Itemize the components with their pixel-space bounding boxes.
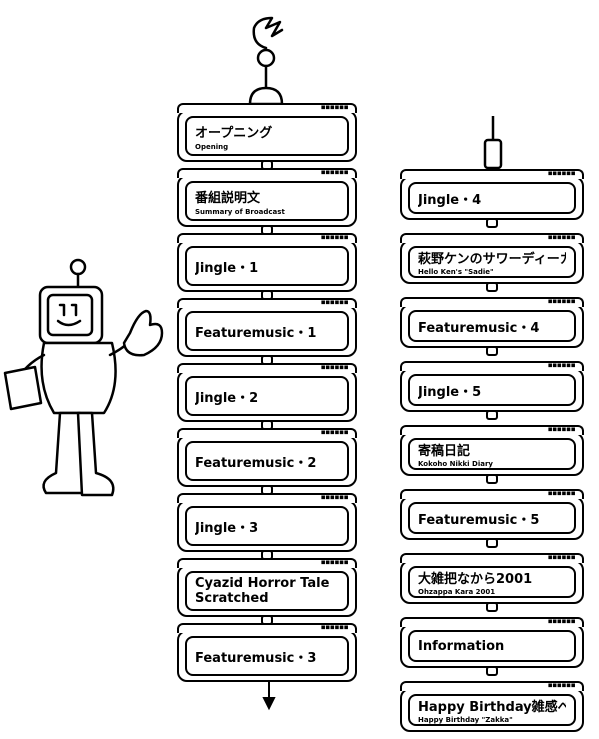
tab-dots: ■■■■■■ <box>548 234 576 241</box>
program-label-box: 寄稿日記 Kokoho Nikki Diary <box>408 438 576 470</box>
tab-dots: ■■■■■■ <box>548 426 576 433</box>
program-subtitle: Happy Birthday "Zakka" <box>418 716 566 724</box>
program-label-box: Featuremusic・5 <box>408 502 576 534</box>
program-title: 萩野ケンのサワーディーカ <box>418 248 566 266</box>
program-title: 大雑把なから2001 <box>418 568 566 586</box>
program-title: Jingle・4 <box>418 189 566 208</box>
program-title: Featuremusic・4 <box>418 317 566 336</box>
tab-dots: ■■■■■■ <box>548 618 576 625</box>
program-label-box: 番組説明文 Summary of Broadcast <box>185 181 349 221</box>
left-program-item[interactable]: ■■■■■■Featuremusic・1 <box>177 305 357 357</box>
chain-connector <box>486 602 498 612</box>
program-title: オープニング <box>195 122 339 141</box>
tab-dots: ■■■■■■ <box>321 494 349 501</box>
right-program-item[interactable]: ■■■■■■Jingle・5 <box>400 368 584 412</box>
chain-connector <box>486 410 498 420</box>
chain-connector <box>486 666 498 676</box>
program-subtitle: Ohzappa Kara 2001 <box>418 588 566 596</box>
tab-dots: ■■■■■■ <box>321 234 349 241</box>
tab-dots: ■■■■■■ <box>321 429 349 436</box>
program-title: Featuremusic・2 <box>195 452 339 471</box>
chain-connector <box>486 474 498 484</box>
tab-dots: ■■■■■■ <box>548 554 576 561</box>
program-label-box: Happy Birthday雑感ぺ Happy Birthday "Zakka" <box>408 694 576 726</box>
program-label-box: Jingle・2 <box>185 376 349 416</box>
chain-end-arrow-icon <box>259 682 279 712</box>
program-title: Information <box>418 639 566 654</box>
program-subtitle: Opening <box>195 143 339 151</box>
program-label-box: 萩野ケンのサワーディーカ Hello Ken's "Sadie" <box>408 246 576 278</box>
left-program-item[interactable]: ■■■■■■Featuremusic・3 <box>177 630 357 682</box>
left-program-item[interactable]: ■■■■■■Featuremusic・2 <box>177 435 357 487</box>
tab-dots: ■■■■■■ <box>548 362 576 369</box>
program-title: Happy Birthday雑感ぺ <box>418 696 566 714</box>
program-title: Cyazid Horror Tale <box>195 576 339 591</box>
robot-mascot-illustration <box>0 255 170 515</box>
right-program-item[interactable]: ■■■■■■Featuremusic・5 <box>400 496 584 540</box>
program-subtitle: Summary of Broadcast <box>195 208 339 216</box>
right-antenna-icon <box>478 112 508 172</box>
program-title: 番組説明文 <box>195 187 339 206</box>
left-program-item[interactable]: ■■■■■■Jingle・2 <box>177 370 357 422</box>
left-program-item[interactable]: ■■■■■■Jingle・1 <box>177 240 357 292</box>
program-subtitle: Hello Ken's "Sadie" <box>418 268 566 276</box>
program-label-box: Featuremusic・3 <box>185 636 349 676</box>
program-title: Jingle・3 <box>195 517 339 536</box>
program-title-line2: Scratched <box>195 591 339 606</box>
program-subtitle: Kokoho Nikki Diary <box>418 460 566 468</box>
chain-connector <box>486 218 498 228</box>
left-program-item[interactable]: ■■■■■■Jingle・3 <box>177 500 357 552</box>
right-program-item[interactable]: ■■■■■■Jingle・4 <box>400 176 584 220</box>
program-title: Featuremusic・1 <box>195 322 339 341</box>
right-program-item[interactable]: ■■■■■■Featuremusic・4 <box>400 304 584 348</box>
program-label-box: Jingle・5 <box>408 374 576 406</box>
program-title: 寄稿日記 <box>418 440 566 458</box>
program-label-box: Jingle・1 <box>185 246 349 286</box>
program-title: Jingle・2 <box>195 387 339 406</box>
program-title: Jingle・1 <box>195 257 339 276</box>
tab-dots: ■■■■■■ <box>321 104 349 111</box>
program-label-box: Featuremusic・2 <box>185 441 349 481</box>
tab-dots: ■■■■■■ <box>321 364 349 371</box>
chain-connector <box>486 538 498 548</box>
program-label-box: オープニング Opening <box>185 116 349 156</box>
program-title: Featuremusic・5 <box>418 509 566 528</box>
tab-dots: ■■■■■■ <box>548 490 576 497</box>
program-label-box: Featuremusic・1 <box>185 311 349 351</box>
chain-connector <box>486 282 498 292</box>
program-label-box: Jingle・3 <box>185 506 349 546</box>
program-label-box: Information <box>408 630 576 662</box>
program-title: Jingle・5 <box>418 381 566 400</box>
tab-dots: ■■■■■■ <box>548 298 576 305</box>
program-label-box: Jingle・4 <box>408 182 576 214</box>
right-program-item[interactable]: ■■■■■■Information <box>400 624 584 668</box>
program-title: Featuremusic・3 <box>195 647 339 666</box>
tab-dots: ■■■■■■ <box>321 169 349 176</box>
tab-dots: ■■■■■■ <box>548 170 576 177</box>
tab-dots: ■■■■■■ <box>321 559 349 566</box>
program-label-box: Featuremusic・4 <box>408 310 576 342</box>
tab-dots: ■■■■■■ <box>321 299 349 306</box>
chain-connector <box>486 346 498 356</box>
tab-dots: ■■■■■■ <box>321 624 349 631</box>
tab-dots: ■■■■■■ <box>548 682 576 689</box>
antenna-lightning-icon <box>226 0 306 110</box>
